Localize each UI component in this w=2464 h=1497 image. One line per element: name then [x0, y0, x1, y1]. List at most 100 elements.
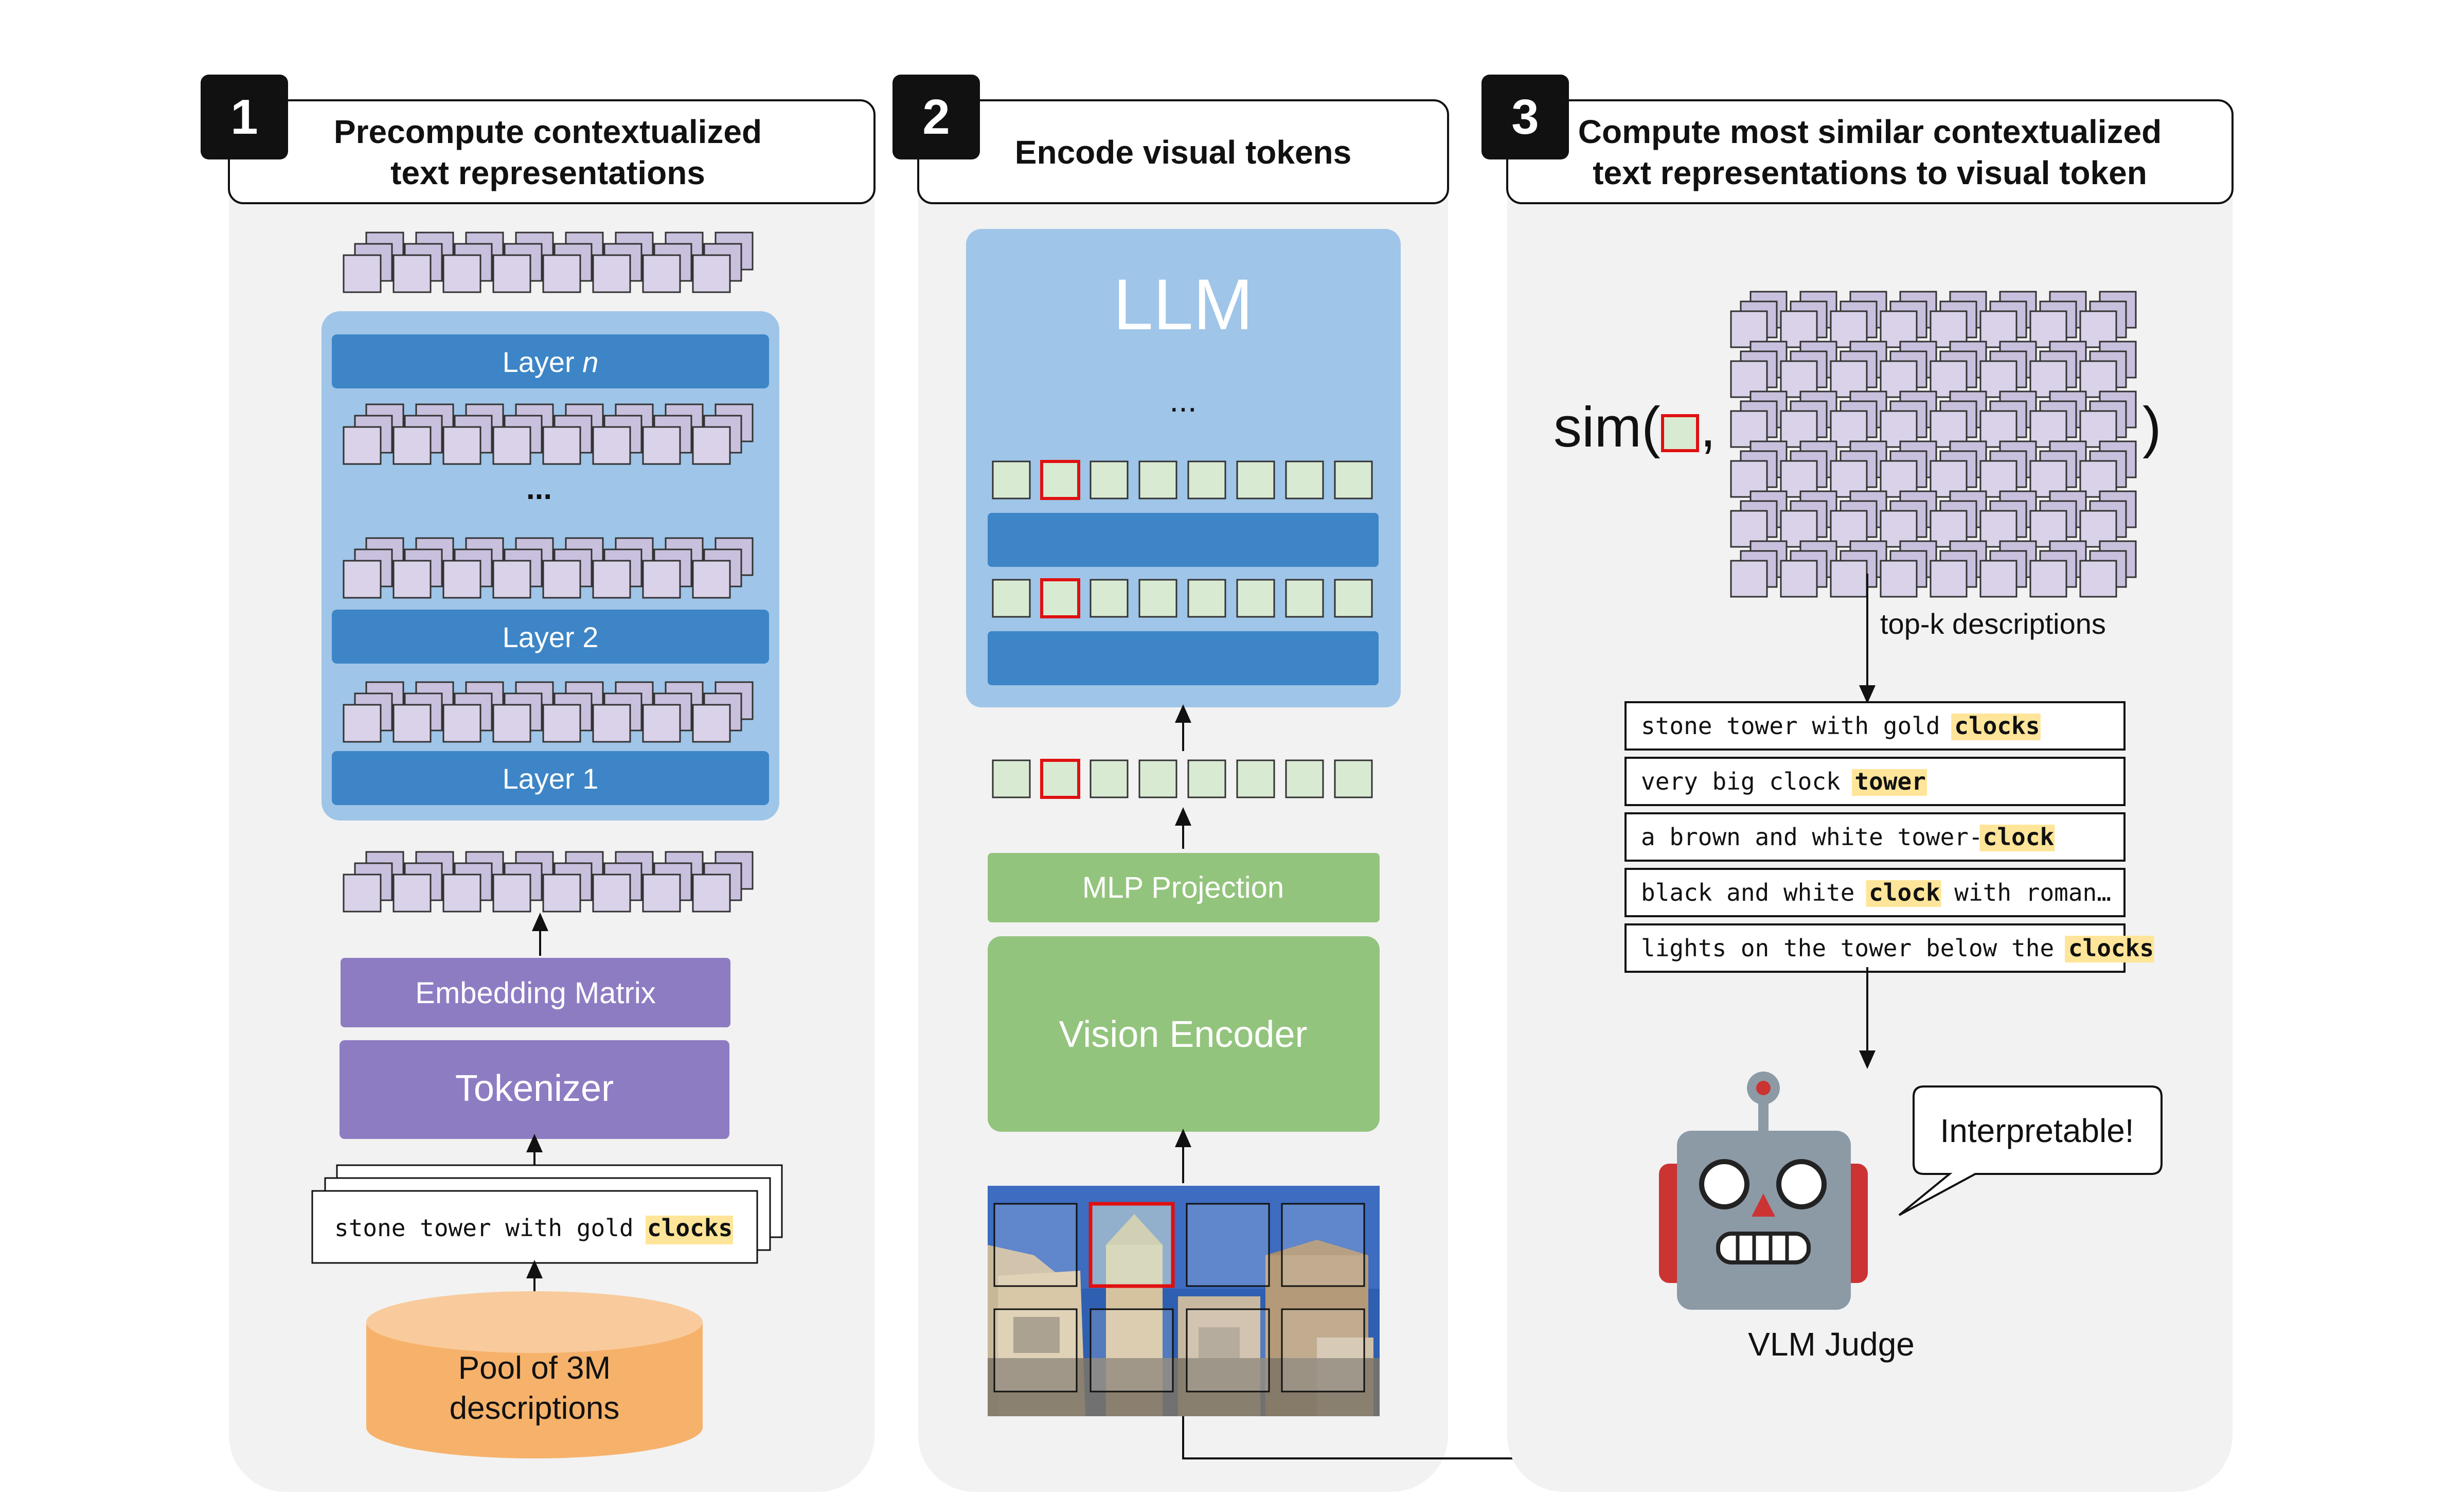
text-token-cube	[492, 426, 531, 465]
input-image	[988, 1186, 1380, 1416]
image-patch	[1186, 1308, 1270, 1393]
text-token-cube	[442, 874, 481, 913]
llm-token-row-upper	[992, 460, 1373, 500]
selected-visual-token	[1040, 759, 1080, 799]
image-patch	[1090, 1308, 1174, 1393]
tokenizer-label: Tokenizer	[455, 1068, 614, 1109]
text-representation-cube	[1880, 560, 1918, 598]
sim-comma: ,	[1700, 396, 1716, 459]
description-item	[1624, 923, 2126, 973]
layer-1-label: Layer 1	[503, 762, 599, 795]
text-token-cube	[392, 704, 432, 743]
panel-3: 3 Compute most similar contextualized te…	[1481, 75, 2234, 1492]
panel-2-title: Encode visual tokens	[1015, 134, 1351, 171]
visual-token	[992, 579, 1031, 618]
text-representation-cube	[1730, 560, 1768, 598]
description-highlight-bg	[1951, 714, 2041, 740]
text-token-cube	[642, 560, 681, 599]
text-representation-cube	[2079, 560, 2117, 598]
text-token-cube	[542, 704, 581, 743]
llm-token-row-lower	[992, 578, 1373, 618]
robot-icon	[1659, 1072, 1868, 1310]
speech-text: Interpretable!	[1940, 1112, 2134, 1149]
visual-token	[992, 460, 1031, 500]
layer-1	[332, 751, 769, 805]
text-token-cube	[492, 704, 531, 743]
selected-visual-token	[1040, 578, 1080, 618]
layer-2-label: Layer 2	[503, 621, 599, 653]
text-token-cube	[492, 560, 531, 599]
vision-encoder-label: Vision Encoder	[1059, 1014, 1308, 1055]
visual-token	[1334, 579, 1373, 618]
visual-token	[1090, 460, 1129, 500]
tokenizer-box	[340, 1040, 729, 1139]
mlp-projection-box	[988, 853, 1380, 922]
image-patch	[993, 1308, 1078, 1393]
text-token-cube	[392, 874, 432, 913]
text-token-cube	[392, 426, 432, 465]
token-stack-layer-1-above	[343, 681, 754, 743]
token-stack-layer-2-above	[343, 537, 754, 599]
panel-2-number-badge	[892, 75, 980, 159]
text-token-cube	[343, 560, 382, 599]
pool-cylinder	[366, 1291, 703, 1458]
doc-highlight-bg	[646, 1216, 733, 1244]
description-text: black and white clock with roman…	[1641, 879, 2111, 906]
visual-token	[992, 759, 1031, 798]
speech-bubble	[1898, 1085, 2163, 1216]
image-patch	[993, 1203, 1078, 1287]
text-token-cube	[642, 874, 681, 913]
description-text: stone tower with gold clocks	[1641, 712, 2040, 740]
description-highlight-bg	[1866, 880, 1941, 907]
text-token-cube	[442, 560, 481, 599]
text-token-cube	[442, 254, 481, 293]
text-representation-grid	[1730, 291, 2137, 598]
text-token-cube	[692, 560, 731, 599]
sim-prefix: sim(	[1554, 396, 1660, 459]
panel-3-number-badge	[1481, 75, 1569, 159]
panel-2-number: 2	[922, 90, 950, 145]
embedding-matrix-label: Embedding Matrix	[415, 976, 655, 1010]
description-text: lights on the tower below the clocks	[1641, 934, 2154, 962]
image-patch	[1281, 1308, 1365, 1393]
description-item	[1624, 701, 2126, 751]
text-token-cube	[642, 254, 681, 293]
visual-token	[1090, 759, 1129, 798]
text-representation-cube	[2029, 560, 2067, 598]
sim-visual-token	[1661, 414, 1699, 452]
text-token-cube	[692, 254, 731, 293]
visual-token-row	[992, 759, 1373, 799]
text-representation-cube	[1979, 560, 2017, 598]
doc-highlight-word: clocks	[647, 1214, 733, 1242]
text-token-cube	[392, 560, 432, 599]
llm-layer-upper	[988, 513, 1379, 567]
text-representation-cube	[1780, 560, 1818, 598]
text-token-cube	[592, 560, 631, 599]
embedding-matrix-box	[341, 958, 730, 1027]
image-patch-grid	[993, 1202, 1365, 1393]
visual-token	[1236, 579, 1275, 618]
visual-token	[1285, 460, 1324, 500]
visual-token	[1187, 759, 1226, 798]
panel-3-title-line2: text representations to visual token	[1593, 154, 2147, 191]
text-representation-cube	[1730, 510, 1768, 548]
sim-close: )	[2142, 396, 2162, 459]
visual-token	[1138, 579, 1177, 618]
text-token-cube	[492, 874, 531, 913]
text-token-cube	[343, 426, 382, 465]
text-token-cube	[542, 560, 581, 599]
text-token-cube	[542, 426, 581, 465]
text-representation-cube	[1930, 560, 1968, 598]
text-token-cube	[642, 426, 681, 465]
panel-3-number: 3	[1511, 90, 1539, 145]
description-highlight-bg	[2065, 936, 2154, 963]
text-token-cube	[692, 874, 731, 913]
description-text: a brown and white tower-clock	[1641, 823, 2054, 851]
vision-encoder-box	[988, 936, 1380, 1132]
text-token-cube	[442, 426, 481, 465]
text-token-cube	[542, 254, 581, 293]
doc-text: stone tower with gold	[334, 1214, 634, 1242]
layer-2	[332, 610, 769, 664]
visual-token	[1090, 579, 1129, 618]
panel-3-title-line1: Compute most similar contextualized	[1578, 113, 2162, 150]
